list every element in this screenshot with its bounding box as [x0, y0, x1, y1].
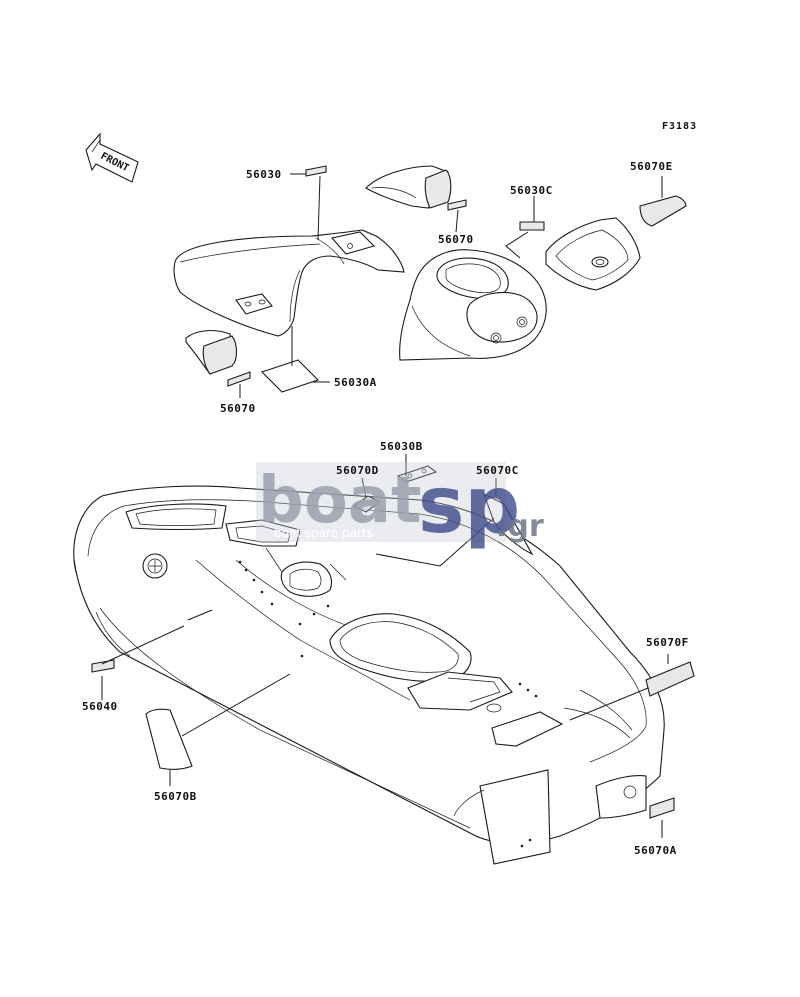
glove-box-lid-part [545, 217, 641, 291]
watermark-brand-accent: sp [418, 461, 520, 551]
decal-56030a-part [260, 359, 320, 393]
decal-56030b-part [396, 465, 438, 483]
label-56030c: 56030C [510, 184, 553, 197]
label-56030b: 56030B [380, 440, 423, 453]
label-56030a: 56030A [334, 376, 377, 389]
front-direction-arrow-icon: FRONT [85, 132, 139, 183]
decal-56070-upper-part [447, 199, 467, 211]
label-56070b: 56070B [154, 790, 197, 803]
hull-leader-lines [101, 454, 669, 838]
decal-56070-left-part [227, 371, 251, 387]
label-56070c: 56070C [476, 464, 519, 477]
mirror-lower-part [185, 329, 238, 375]
label-56070f: 56070F [646, 636, 689, 649]
decal-56070f-part [645, 661, 695, 697]
decal-56070b-part [145, 708, 193, 770]
label-56040: 56040 [82, 700, 118, 713]
decal-56070a-part [649, 797, 675, 819]
mirror-upper-part [365, 165, 452, 209]
label-56070e: 56070E [630, 160, 673, 173]
decal-56070d-part [352, 495, 382, 513]
watermark: boat sp .gr boat spare parts [256, 461, 544, 551]
decal-56070c-part [483, 492, 534, 556]
label-56030: 56030 [246, 168, 282, 181]
upper-leader-lines [239, 173, 663, 398]
label-56070a: 56070A [634, 844, 677, 857]
watermark-tagline: boat spare parts [274, 526, 373, 540]
seat-cowl-part [173, 229, 405, 337]
decal-56030-part [305, 165, 327, 177]
figure-code: F3183 [662, 121, 697, 132]
decal-56070e-part [639, 195, 687, 227]
decal-56040-part [91, 659, 115, 673]
watermark-backing [256, 462, 506, 542]
part-labels: 56030 56070 56030C 56070E 56070 56030A 5… [82, 160, 689, 857]
watermark-brand-main: boat [258, 464, 422, 538]
label-56070-upper: 56070 [438, 233, 474, 246]
label-56070-left: 56070 [220, 402, 256, 415]
label-56070d: 56070D [336, 464, 379, 477]
watermark-domain: .gr [496, 509, 544, 544]
decal-56030c-part [519, 221, 545, 231]
hull-part [73, 485, 665, 865]
steering-console-part [399, 249, 547, 361]
